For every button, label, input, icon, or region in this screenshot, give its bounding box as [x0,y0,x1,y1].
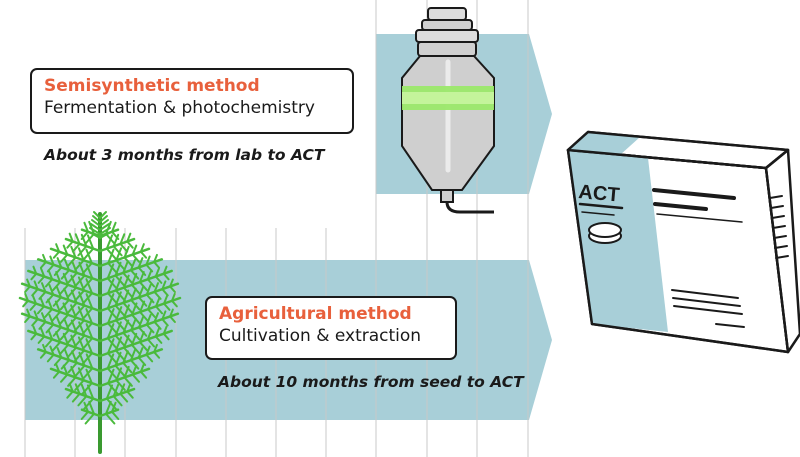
agricultural-method-title: Agricultural method [219,303,443,325]
semisynthetic-method-subtitle: Fermentation & photochemistry [44,97,340,119]
agricultural-method-subtitle: Cultivation & extraction [219,325,443,347]
semisynthetic-duration: About 3 months from lab to ACT [44,146,324,164]
semisynthetic-method-title: Semisynthetic method [44,75,340,97]
agricultural-duration: About 10 months from seed to ACT [218,373,524,391]
act-box-label: ACT [578,181,621,206]
pill-icon [589,223,621,243]
semisynthetic-method-box: Semisynthetic method Fermentation & phot… [30,68,354,134]
agricultural-method-box: Agricultural method Cultivation & extrac… [205,296,457,360]
